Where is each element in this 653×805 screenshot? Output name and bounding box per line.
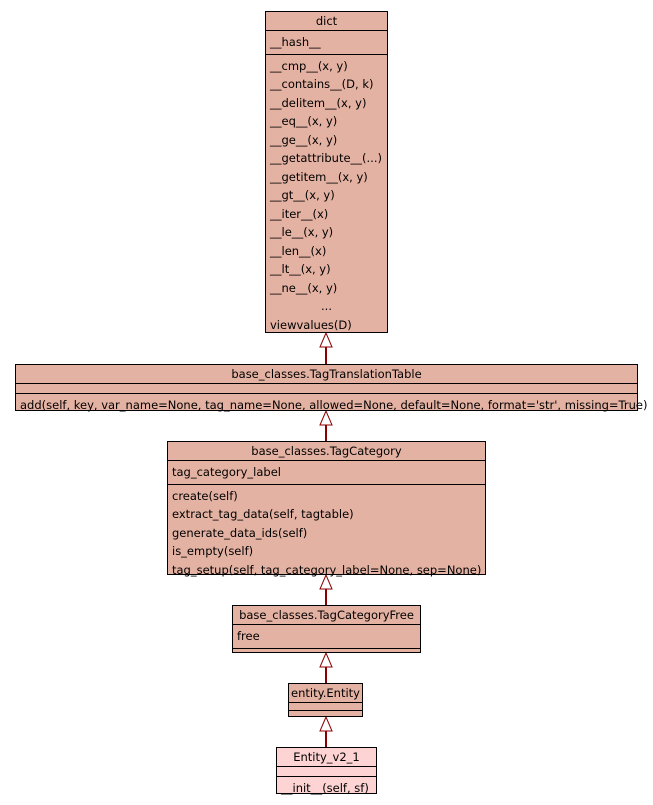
method: tag_setup(self, tag_category_label=None,… [172, 562, 482, 577]
methods-section [233, 649, 420, 658]
inheritance-arrowhead [319, 331, 333, 348]
method: is_empty(self) [172, 544, 254, 558]
inheritance-arrowhead [319, 651, 333, 668]
method: __lt__(x, y) [270, 262, 331, 276]
method: extract_tag_data(self, tagtable) [172, 507, 354, 521]
methods-section: add(self, key, var_name=None, tag_name=N… [16, 394, 648, 417]
inheritance-arrowhead [319, 409, 333, 426]
attributes-section: tag_category_label [168, 461, 485, 485]
method: __contains__(D, k) [270, 77, 374, 91]
methods-section [289, 711, 362, 718]
attributes-section [289, 703, 362, 711]
method: __eq__(x, y) [270, 114, 338, 128]
method: __len__(x) [270, 243, 327, 258]
attributes-section: free [233, 625, 420, 649]
method: create(self) [172, 488, 238, 503]
methods-section: __init__(self, sf) [277, 777, 376, 800]
method: __getattribute__(...) [270, 151, 382, 165]
method: __ne__(x, y) [270, 280, 338, 295]
class-tag-category[interactable]: base_classes.TagCategory tag_category_la… [167, 441, 486, 577]
class-name: base_classes.TagTranslationTable [16, 365, 637, 384]
class-name: base_classes.TagCategory [168, 442, 485, 461]
method: __init__(self, sf) [281, 781, 369, 795]
method: generate_data_ids(self) [172, 525, 308, 540]
attribute: free [237, 629, 260, 643]
inheritance-arrowhead [319, 573, 333, 590]
class-name: dict [266, 12, 387, 31]
class-name: base_classes.TagCategoryFree [233, 606, 420, 625]
class-tag-category-free[interactable]: base_classes.TagCategoryFree free [232, 605, 421, 653]
methods-section: create(self) extract_tag_data(self, tagt… [168, 485, 485, 582]
method: __getitem__(x, y) [270, 169, 368, 184]
class-name: entity.Entity [289, 684, 362, 703]
method-ellipsis: ... [321, 299, 332, 313]
class-entity[interactable]: entity.Entity [288, 683, 363, 717]
attribute: __hash__ [270, 35, 321, 49]
method: __ge__(x, y) [270, 132, 338, 147]
method: __iter__(x) [270, 206, 329, 221]
methods-section: __cmp__(x, y) __contains__(D, k) __delit… [266, 55, 387, 337]
class-dict[interactable]: dict __hash__ __cmp__(x, y) __contains__… [265, 11, 388, 333]
inheritance-arrowhead [319, 715, 333, 732]
attributes-section [16, 384, 637, 394]
method: add(self, key, var_name=None, tag_name=N… [20, 398, 648, 412]
method: viewvalues(D) [270, 317, 352, 332]
class-name: Entity_v2_1 [277, 748, 376, 767]
method: __le__(x, y) [270, 225, 334, 239]
method: __gt__(x, y) [270, 188, 335, 202]
attribute: tag_category_label [172, 465, 281, 479]
attributes-section [277, 767, 376, 777]
attributes-section: __hash__ [266, 31, 387, 55]
class-tag-translation-table[interactable]: base_classes.TagTranslationTable add(sel… [15, 364, 647, 412]
method: __cmp__(x, y) [270, 58, 348, 73]
class-entity-v2-1[interactable]: Entity_v2_1 __init__(self, sf) [276, 747, 377, 795]
method: __delitem__(x, y) [270, 95, 367, 110]
